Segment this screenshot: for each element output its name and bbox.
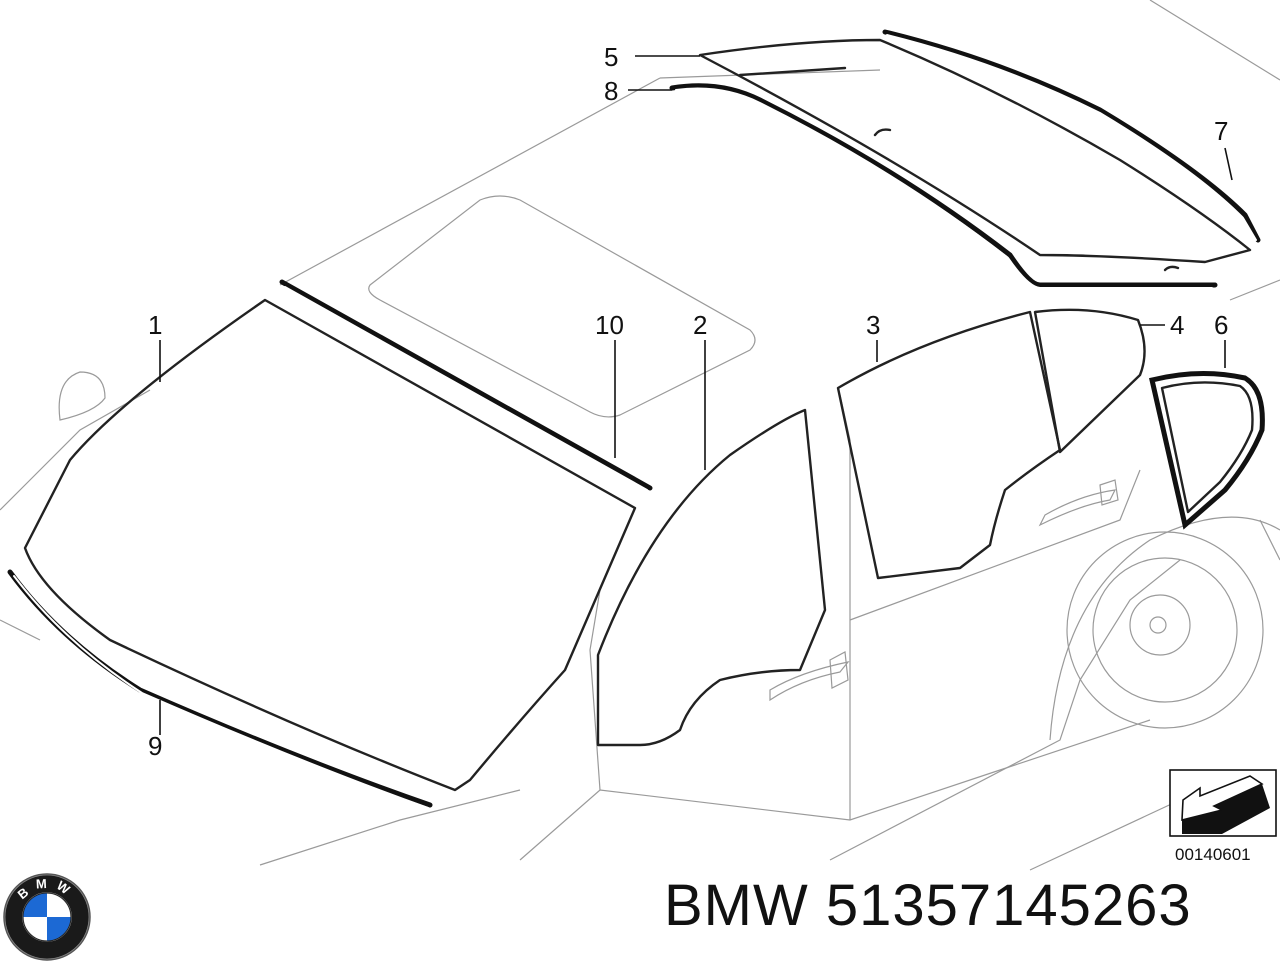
callout-8: 8 (604, 76, 618, 106)
callout-9: 9 (148, 731, 162, 761)
diagram-reference-number: 00140601 (1175, 845, 1251, 864)
callout-2: 2 (693, 310, 707, 340)
callout-labels: 1 2 3 4 5 6 7 8 9 10 (148, 42, 1228, 761)
orientation-arrow-box (1169, 769, 1277, 837)
rear-quarter-window-seal (1149, 371, 1265, 530)
rear-quarter-glass (1033, 308, 1146, 454)
car-body-outline (0, 0, 1280, 871)
rear-window-lower-seal (669, 66, 1218, 289)
callout-5: 5 (604, 42, 618, 72)
front-door-glass (596, 408, 827, 747)
callout-4: 4 (1170, 310, 1184, 340)
bmw-logo-icon: BMW (3, 873, 91, 961)
windscreen-glass (23, 298, 637, 792)
callout-1: 1 (148, 310, 162, 340)
windscreen-upper-seal (279, 279, 653, 491)
callout-3: 3 (866, 310, 880, 340)
part-number-caption: BMW 51357145263 (664, 873, 1192, 938)
callout-7: 7 (1214, 116, 1228, 146)
rear-door-glass (836, 310, 1062, 580)
rear-window-glass (698, 38, 1252, 264)
rear-window-upper-seal (882, 29, 1261, 243)
callout-10: 10 (595, 310, 624, 340)
callout-leaders (159, 55, 1233, 735)
callout-6: 6 (1214, 310, 1228, 340)
